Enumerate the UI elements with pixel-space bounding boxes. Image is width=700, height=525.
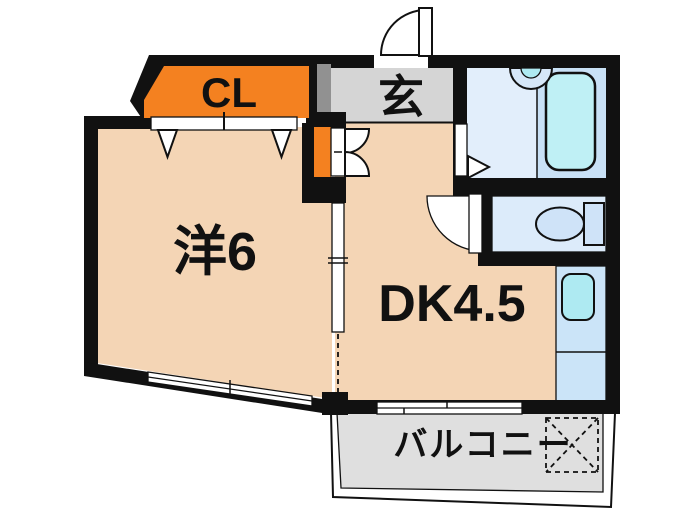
wall-left: [84, 116, 98, 376]
toilet-door-leaf: [468, 193, 483, 254]
kitchen-sink-icon: [561, 273, 595, 321]
closet-label: CL: [201, 69, 257, 116]
entrance-door-leaf: [418, 7, 433, 57]
washing-machine-icon: [545, 417, 599, 473]
washing-machine-box: [545, 417, 599, 473]
bathtub-icon: [544, 71, 597, 172]
wall-washroom-bottom: [453, 178, 620, 196]
closet-area: [144, 66, 309, 118]
balcony-railing-outline: [330, 412, 616, 509]
western-room-window-icon: [147, 371, 313, 407]
western-room-label: 洋6: [173, 222, 257, 282]
entrance-door-gap: [374, 55, 428, 68]
side-cabinet-area: [314, 127, 331, 177]
wall-cabinet-bottom: [302, 177, 346, 203]
bathroom-area: [467, 67, 606, 181]
washroom-door-triangle-icon: [467, 154, 492, 180]
closet-door-triangle-left: [156, 129, 179, 161]
toilet-door: [426, 193, 483, 254]
wall-slider-end: [322, 392, 348, 415]
closet-folding-door-icon: [150, 112, 298, 161]
dk-window-icon: [376, 401, 523, 415]
washroom-door: [454, 123, 492, 180]
entrance-cabinet: [317, 64, 331, 112]
washroom-door-gap: [454, 123, 468, 177]
entrance-label: 玄: [378, 71, 424, 123]
wall-toilet-bottom: [478, 252, 620, 266]
cabinet-double-door-icon: [330, 127, 371, 177]
closet-door-triangle-right: [270, 129, 293, 161]
sliding-door-panel: [331, 202, 345, 333]
wall-right: [606, 55, 620, 414]
entrance-door: [374, 7, 433, 68]
toilet-tank-icon: [583, 202, 605, 246]
wall-cabinet-left: [302, 123, 314, 185]
balcony-label: バルコニー: [393, 426, 572, 464]
toilet-bowl-icon: [535, 206, 585, 242]
sliding-door: [328, 202, 348, 396]
cabinet-door-leaf-bottom: [344, 150, 371, 177]
washbasin-bowl-icon: [520, 67, 542, 79]
toilet-room: [491, 195, 607, 253]
wall-genkan-left: [317, 112, 346, 129]
dining-kitchen-label: DK4.5: [378, 275, 525, 333]
kitchen-counter: [555, 265, 607, 402]
wall-closet-right: [306, 55, 317, 129]
wall-room-top: [84, 116, 162, 129]
entrance-floor: [331, 68, 455, 123]
balcony-area: [330, 412, 616, 509]
western-room-floor: [97, 127, 332, 399]
washing-machine-cross-2: [545, 417, 599, 473]
